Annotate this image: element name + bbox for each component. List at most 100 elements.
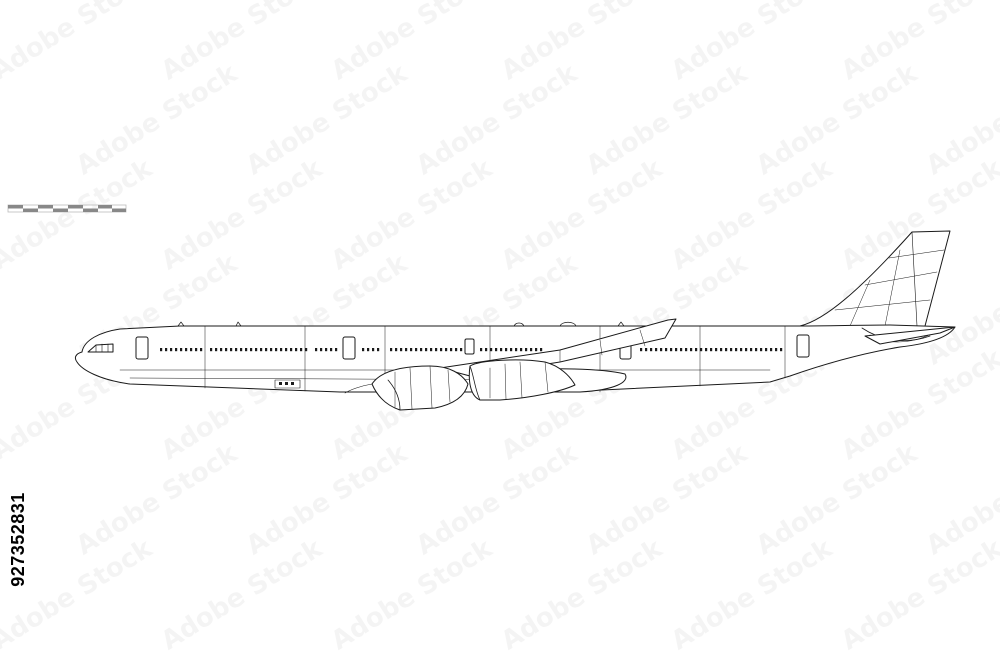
vertical-stabilizer (799, 230, 951, 327)
door-2 (342, 336, 356, 360)
cabin-window (685, 348, 688, 352)
cabin-window (210, 348, 213, 352)
cabin-window (165, 348, 168, 352)
cabin-window (775, 348, 778, 352)
cabin-window (180, 348, 183, 352)
cabin-window (170, 348, 173, 352)
cabin-window (425, 348, 428, 352)
cabin-window (315, 348, 318, 352)
cabin-window (655, 348, 658, 352)
cabin-window (410, 348, 413, 352)
cabin-window (670, 348, 673, 352)
cabin-window (195, 348, 198, 352)
cabin-window (200, 348, 203, 352)
cabin-window (240, 348, 243, 352)
cabin-window (400, 348, 403, 352)
cabin-window (640, 348, 643, 352)
cabin-window (377, 348, 380, 352)
cabin-window (710, 348, 713, 352)
cabin-window (770, 348, 773, 352)
cabin-window (225, 348, 228, 352)
cabin-window (245, 348, 248, 352)
cabin-window (270, 348, 273, 352)
cabin-window (520, 348, 523, 352)
cabin-window (715, 348, 718, 352)
cabin-window (720, 348, 723, 352)
cabin-window (430, 348, 433, 352)
horizontal-stabilizer (864, 326, 956, 345)
cabin-window (220, 348, 223, 352)
cabin-window (450, 348, 453, 352)
cabin-window (675, 348, 678, 352)
cabin-window (650, 348, 653, 352)
cabin-window (480, 348, 483, 352)
cabin-window (295, 348, 298, 352)
belly-marks (279, 382, 294, 385)
cabin-window (330, 348, 333, 352)
cabin-window (275, 348, 278, 352)
cabin-window (300, 348, 303, 352)
cabin-window (255, 348, 258, 352)
cabin-window (390, 348, 393, 352)
cabin-window (665, 348, 668, 352)
cabin-window (780, 348, 783, 352)
cabin-window (160, 348, 163, 352)
cabin-window (372, 348, 375, 352)
stock-id-label: 927352831 (8, 432, 28, 647)
cabin-window (535, 348, 538, 352)
engine-inner (371, 365, 469, 411)
cabin-window (500, 348, 503, 352)
cabin-window (362, 348, 365, 352)
cabin-window (325, 348, 328, 352)
engine-outer (468, 359, 576, 401)
cabin-window (250, 348, 253, 352)
cockpit-windows (87, 343, 114, 353)
door-1 (135, 336, 149, 360)
cabin-window (755, 348, 758, 352)
cabin-window (215, 348, 218, 352)
cabin-window (735, 348, 738, 352)
cabin-window (290, 348, 293, 352)
cabin-window (260, 348, 263, 352)
cabin-window (415, 348, 418, 352)
cabin-window (695, 348, 698, 352)
cabin-window (190, 348, 193, 352)
cabin-window (740, 348, 743, 352)
cabin-window (760, 348, 763, 352)
cabin-window (645, 348, 648, 352)
door-5 (796, 334, 810, 358)
stock-id-text: 927352831 (7, 492, 28, 587)
cabin-window (525, 348, 528, 352)
cabin-window (510, 348, 513, 352)
cabin-window (420, 348, 423, 352)
cabin-window (725, 348, 728, 352)
door-3 (464, 338, 475, 355)
cabin-window (705, 348, 708, 352)
cabin-window (455, 348, 458, 352)
cabin-window (530, 348, 533, 352)
cabin-window (440, 348, 443, 352)
cabin-window (405, 348, 408, 352)
cabin-window (367, 348, 370, 352)
cabin-window (185, 348, 188, 352)
cabin-window (495, 348, 498, 352)
cabin-window (235, 348, 238, 352)
cabin-window (230, 348, 233, 352)
scale-bar (7, 204, 127, 213)
cabin-window (485, 348, 488, 352)
cabin-window (730, 348, 733, 352)
cabin-window (320, 348, 323, 352)
cabin-window (445, 348, 448, 352)
cabin-window (765, 348, 768, 352)
airliner (74, 230, 956, 411)
cabin-window (490, 348, 493, 352)
cabin-window (700, 348, 703, 352)
cabin-window (505, 348, 508, 352)
cabin-window (745, 348, 748, 352)
cabin-window (660, 348, 663, 352)
cabin-window (750, 348, 753, 352)
cabin-window (680, 348, 683, 352)
cabin-window (285, 348, 288, 352)
cabin-windows (160, 348, 783, 352)
